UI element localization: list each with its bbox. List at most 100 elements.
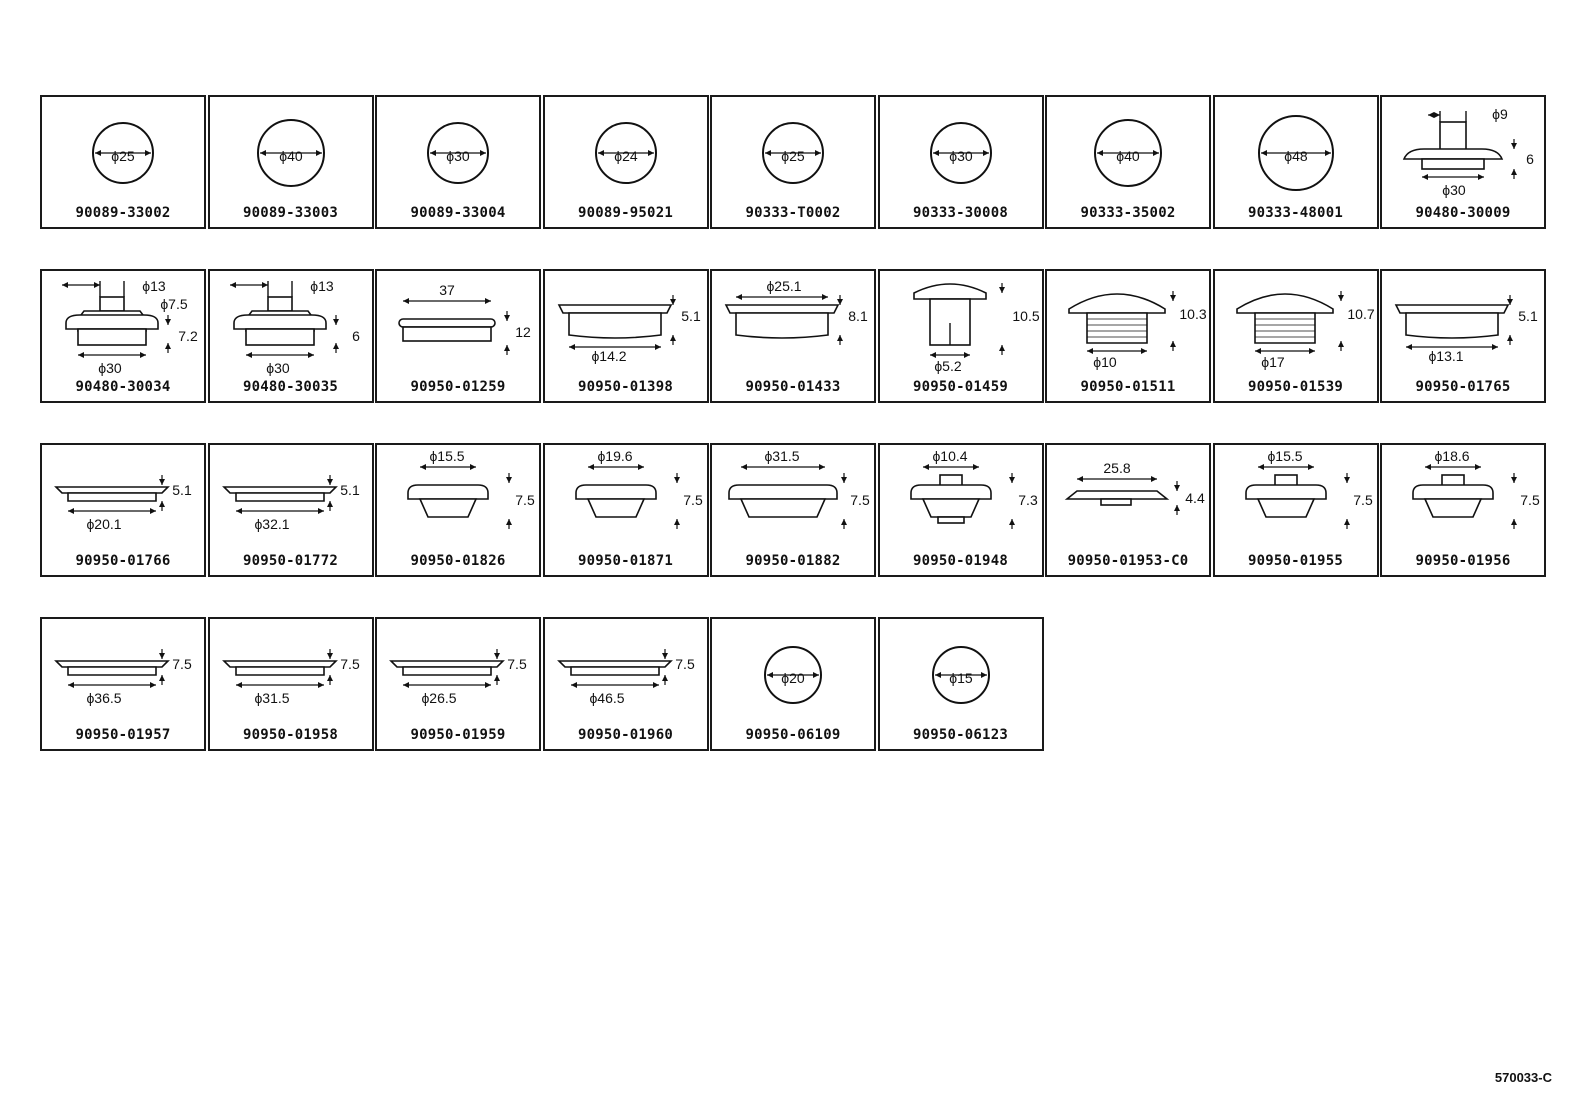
diameter-label: ϕ46.5: [589, 690, 624, 706]
part-number: 90950-01958: [243, 727, 338, 743]
part-number: 90950-01398: [578, 379, 673, 395]
part-drawing: ϕ18.67.5: [1412, 448, 1540, 529]
part-drawing: ϕ15.5 7.5: [1244, 448, 1373, 529]
part-drawing: ϕ31.5 7.5: [728, 448, 870, 529]
part-number: 90333-T0002: [745, 205, 841, 221]
height-label: 7.5: [1353, 492, 1373, 508]
diameter-label: ϕ31.5: [254, 690, 289, 706]
height-label: 5.1: [681, 308, 701, 324]
part-drawing: ϕ30: [427, 122, 489, 184]
part-drawing: ϕ25: [762, 122, 824, 184]
part-number: 90950-01953-C0: [1067, 553, 1189, 569]
part-number: 90950-01772: [243, 553, 338, 569]
part-cell: 7.5 ϕ31.5 90950-01958: [207, 617, 374, 751]
height-label: 7.3: [1018, 492, 1038, 508]
part-drawing: ϕ15: [931, 646, 990, 704]
height-label: 7.5: [172, 656, 192, 672]
part-drawing: 10.5ϕ5.2: [912, 283, 1039, 374]
part-cell: ϕ25 90089-33002: [40, 95, 206, 229]
diameter-label: ϕ15.5: [1267, 448, 1302, 464]
diameter-top-label: ϕ13: [310, 278, 334, 294]
height-label: 8.1: [848, 308, 868, 324]
diameter-label: ϕ36.5: [86, 690, 121, 706]
height-label: 10.3: [1179, 306, 1206, 322]
diameter-label: ϕ31.5: [764, 448, 799, 464]
height-label: 7.5: [683, 492, 703, 508]
diameter-label: ϕ26.5: [421, 690, 456, 706]
part-number: 90480-30034: [75, 379, 171, 395]
part-cell: 5.1 ϕ14.2 90950-01398: [542, 269, 709, 403]
part-number: 90480-30035: [243, 379, 338, 395]
diameter-base-label: ϕ30: [266, 360, 290, 376]
part-number: 90950-01959: [410, 727, 506, 743]
part-drawing: 10.7 ϕ17: [1235, 291, 1374, 370]
height-label: 5.1: [172, 482, 192, 498]
part-drawing: 8.1 ϕ25.1: [724, 278, 868, 345]
part-cell: ϕ15 90950-06123: [877, 617, 1044, 751]
diameter-label: ϕ25.1: [766, 278, 801, 294]
diameter-top-label: ϕ13: [142, 278, 166, 294]
height-label: 7.5: [515, 492, 535, 508]
diameter-label: ϕ15: [949, 670, 973, 686]
diameter-base-label: ϕ30: [1442, 182, 1466, 198]
part-number: 90950-01826: [410, 553, 506, 569]
part-drawing: ϕ20: [764, 646, 822, 704]
part-cell: ϕ24 90089-95021: [542, 95, 709, 229]
diameter-label: ϕ13.1: [1428, 348, 1463, 364]
part-cell: 25.8 4.4 90950-01953-C0: [1045, 443, 1211, 577]
part-number: 90950-01259: [410, 379, 506, 395]
part-number: 90089-33004: [410, 205, 506, 221]
part-drawing: ϕ25: [92, 122, 154, 184]
part-number: 90950-01955: [1248, 553, 1343, 569]
part-number: 90089-33002: [75, 205, 171, 221]
diameter-label: ϕ40: [1116, 148, 1140, 164]
part-drawing: ϕ10.47.3: [909, 448, 1038, 529]
part-drawing: ϕ40: [1094, 119, 1162, 187]
part-number: 90950-06123: [913, 727, 1008, 743]
height-label: 7.5: [850, 492, 870, 508]
diameter-label: ϕ20: [781, 670, 805, 686]
part-drawing: ϕ19.67.5: [574, 448, 703, 529]
width-label: 25.8: [1103, 460, 1130, 476]
height-label: 5.1: [1518, 308, 1538, 324]
diameter-label: ϕ25: [781, 148, 805, 164]
diameter-label: ϕ14.2: [591, 348, 626, 364]
height-label: 7.2: [178, 328, 198, 344]
height-label: 10.7: [1347, 306, 1374, 322]
part-number: 90333-30008: [913, 205, 1008, 221]
diameter-label: ϕ30: [446, 148, 470, 164]
part-drawing: ϕ48: [1257, 115, 1334, 191]
part-number: 90950-01882: [745, 553, 841, 569]
part-number: 90950-01871: [578, 553, 673, 569]
height-label: 6: [1526, 151, 1534, 167]
height-label: 7.5: [340, 656, 360, 672]
diameter-label: ϕ25: [111, 148, 135, 164]
height-label: 4.4: [1185, 490, 1205, 506]
diameter-label: ϕ17: [1261, 354, 1285, 370]
part-number: 90333-35002: [1080, 205, 1176, 221]
part-cell: ϕ30 90089-33004: [375, 95, 541, 229]
height-label: 5.1: [340, 482, 360, 498]
diameter-label: ϕ24: [614, 148, 638, 164]
height-label: 10.5: [1012, 308, 1039, 324]
part-number: 90950-01539: [1248, 379, 1343, 395]
part-number: 90089-95021: [578, 205, 673, 221]
